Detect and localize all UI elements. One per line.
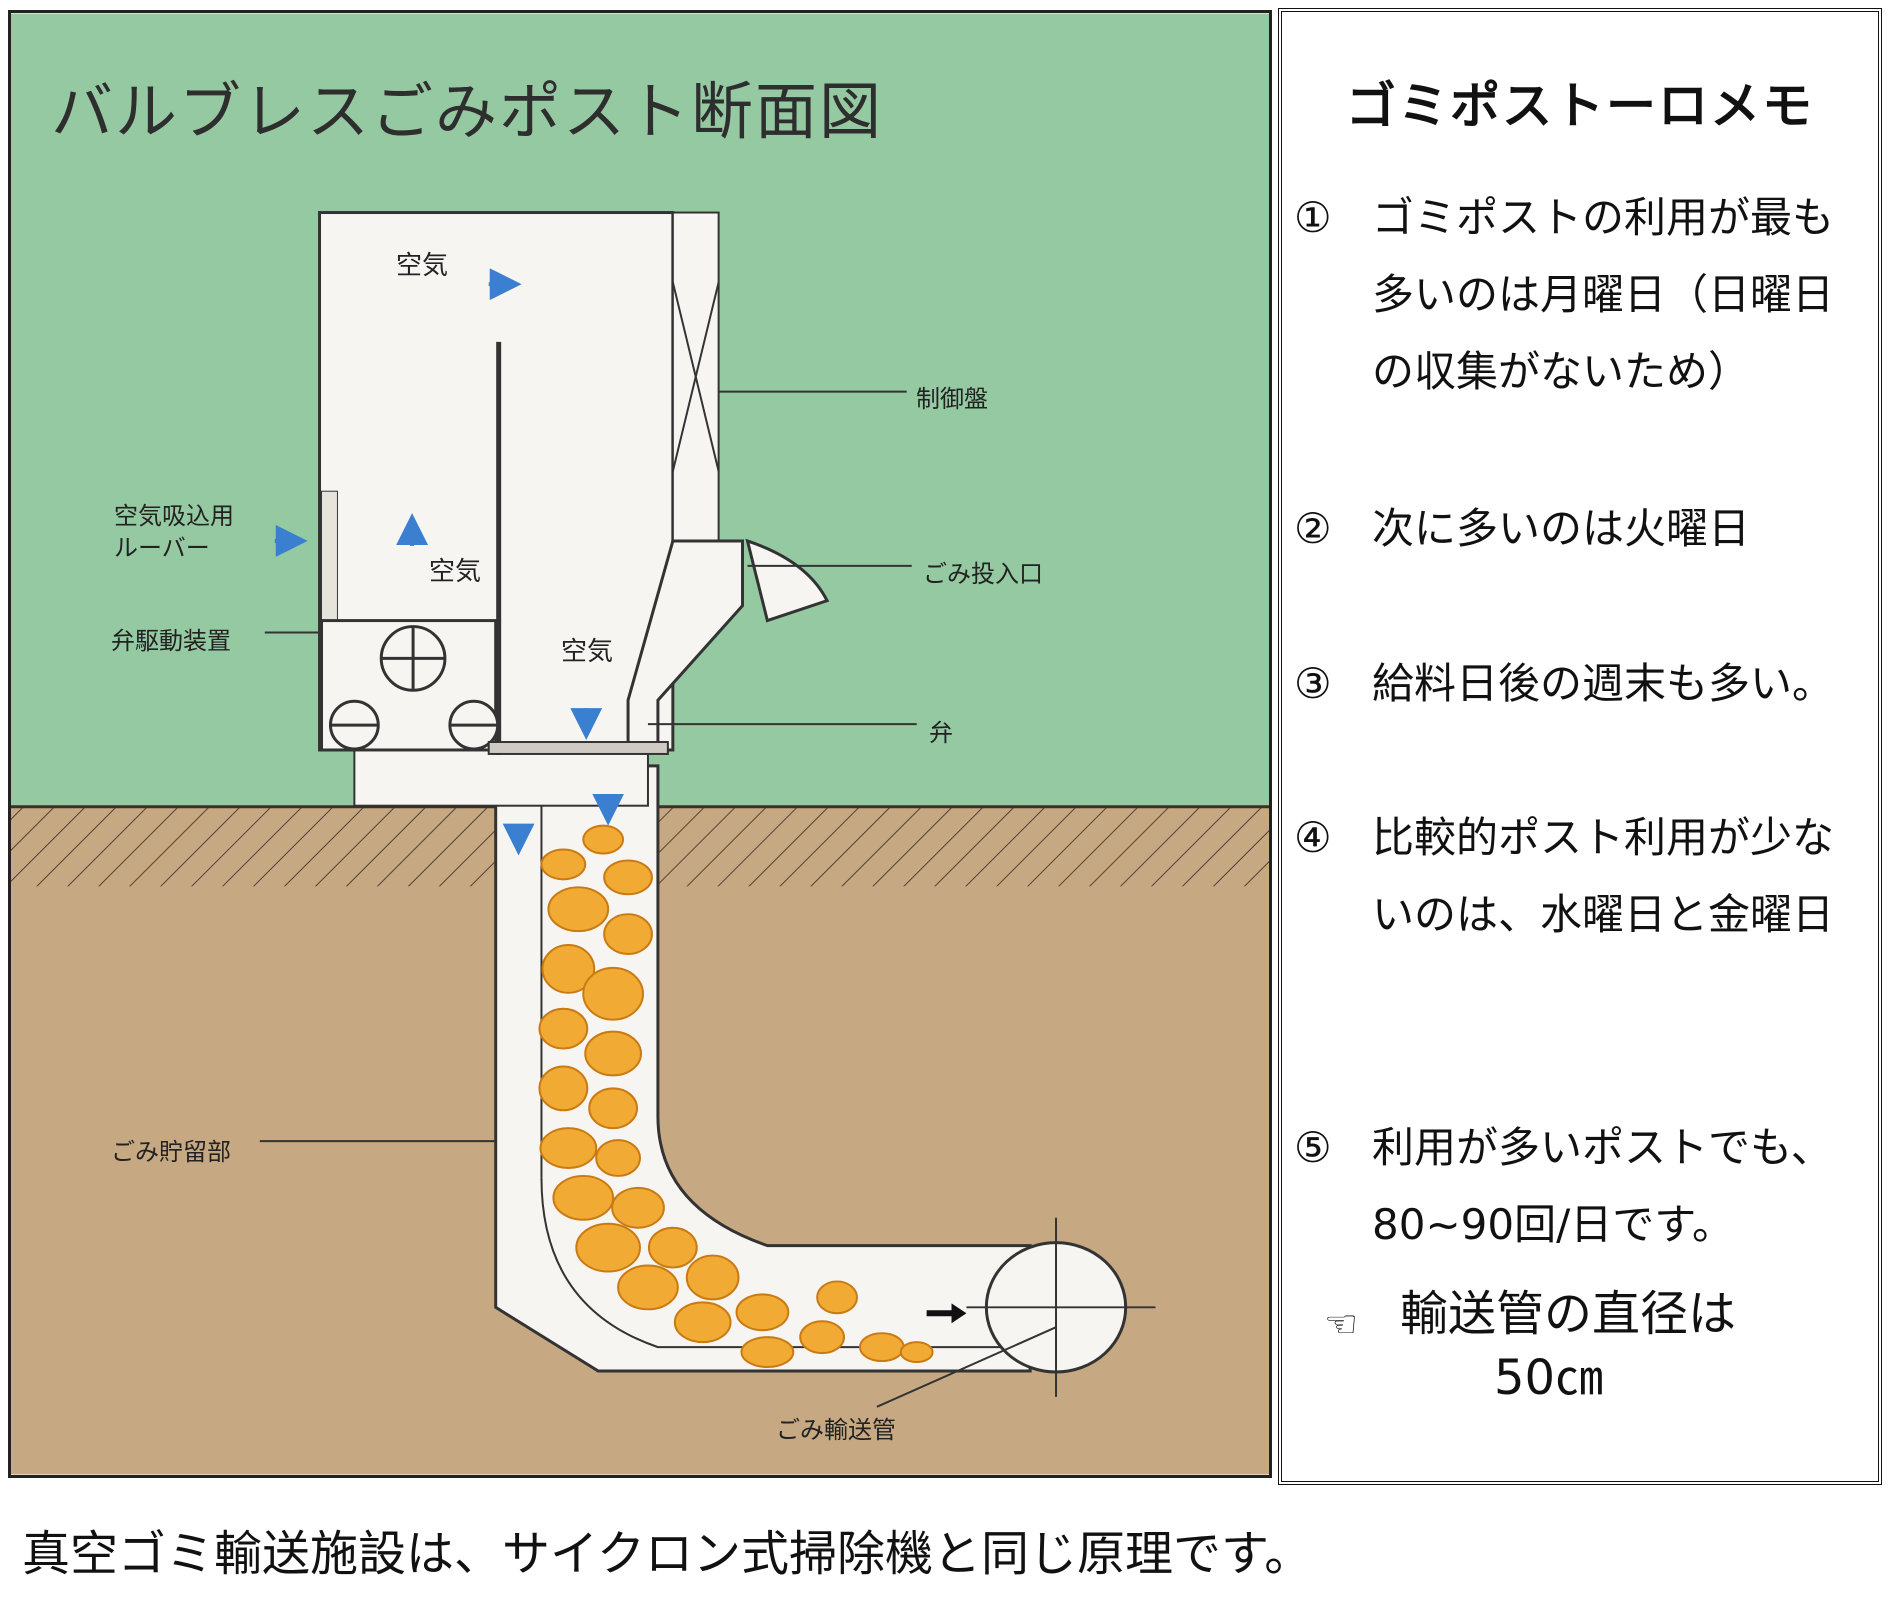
label-inlet: ごみ投入口 xyxy=(923,560,1043,588)
valve-drive-unit xyxy=(320,619,500,752)
memo-item-5: ⑤ 利用が多いポストでも、80~90回/日です。 xyxy=(1294,1109,1872,1263)
label-storage: ごみ貯留部 xyxy=(111,1138,231,1166)
louver xyxy=(321,490,338,622)
label-valve-drive: 弁駆動装置 xyxy=(111,627,231,655)
label-control-panel: 制御盤 xyxy=(916,385,988,413)
memo-item-number: ② xyxy=(1294,504,1332,553)
label-air-top: 空気 xyxy=(396,251,449,281)
post-base xyxy=(353,748,649,807)
pointing-hand-icon: ☜ xyxy=(1324,1302,1359,1346)
memo-item-text: 給料日後の週末も多い。 xyxy=(1372,659,1835,708)
memo-item-number: ④ xyxy=(1294,813,1332,862)
transport-pipe-section xyxy=(966,1217,1156,1397)
memo-item-text: 比較的ポスト利用が少ないのは、水曜日と金曜日 xyxy=(1372,813,1835,939)
memo-panel: ゴミポストーロメモ ① ゴミポストの利用が最も多いのは月曜日（日曜日の収集がない… xyxy=(1278,8,1882,1485)
label-valve: 弁 xyxy=(929,719,953,747)
memo-item-text: ゴミポストの利用が最も多いのは月曜日（日曜日の収集がないため） xyxy=(1372,193,1835,396)
memo-item-number: ③ xyxy=(1294,659,1332,708)
label-transport-pipe: ごみ輸送管 xyxy=(776,1416,896,1444)
memo-item-4: ④ 比較的ポスト利用が少ないのは、水曜日と金曜日 xyxy=(1294,799,1872,953)
memo-item-3: ③ 給料日後の週末も多い。 xyxy=(1294,645,1872,722)
label-louver-line2: ルーバー xyxy=(114,534,210,562)
memo-item-number: ① xyxy=(1294,193,1332,242)
memo-title: ゴミポストーロメモ xyxy=(1346,77,1814,135)
diagram-title: バルブレスごみポスト断面図 xyxy=(51,75,884,148)
memo-item-number: ⑤ xyxy=(1294,1123,1332,1172)
diagram-panel: バルブレスごみポスト断面図 空気 空気 空気 制御盤 空気吸込用 ルーバー ごみ… xyxy=(8,10,1272,1478)
inlet-door xyxy=(745,538,830,623)
valve-plate xyxy=(487,741,669,755)
memo-item-text: 利用が多いポストでも、80~90回/日です。 xyxy=(1372,1123,1833,1249)
pipe-diameter-value: 50㎝ xyxy=(1494,1350,1604,1406)
label-air-center: 空気 xyxy=(561,637,614,667)
label-louver-line1: 空気吸込用 xyxy=(114,502,234,530)
diagram-drawing xyxy=(11,13,1269,1475)
caption: 真空ゴミ輸送施設は、サイクロン式掃除機と同じ原理です。 xyxy=(22,1526,1313,1582)
garbage-pile xyxy=(538,824,934,1369)
pipe-diameter-label: 輸送管の直径は xyxy=(1400,1286,1737,1342)
label-air-left: 空気 xyxy=(429,557,482,587)
memo-item-1: ① ゴミポストの利用が最も多いのは月曜日（日曜日の収集がないため） xyxy=(1294,179,1872,410)
memo-item-2: ② 次に多いのは火曜日 xyxy=(1294,490,1872,567)
memo-item-text: 次に多いのは火曜日 xyxy=(1372,504,1751,553)
